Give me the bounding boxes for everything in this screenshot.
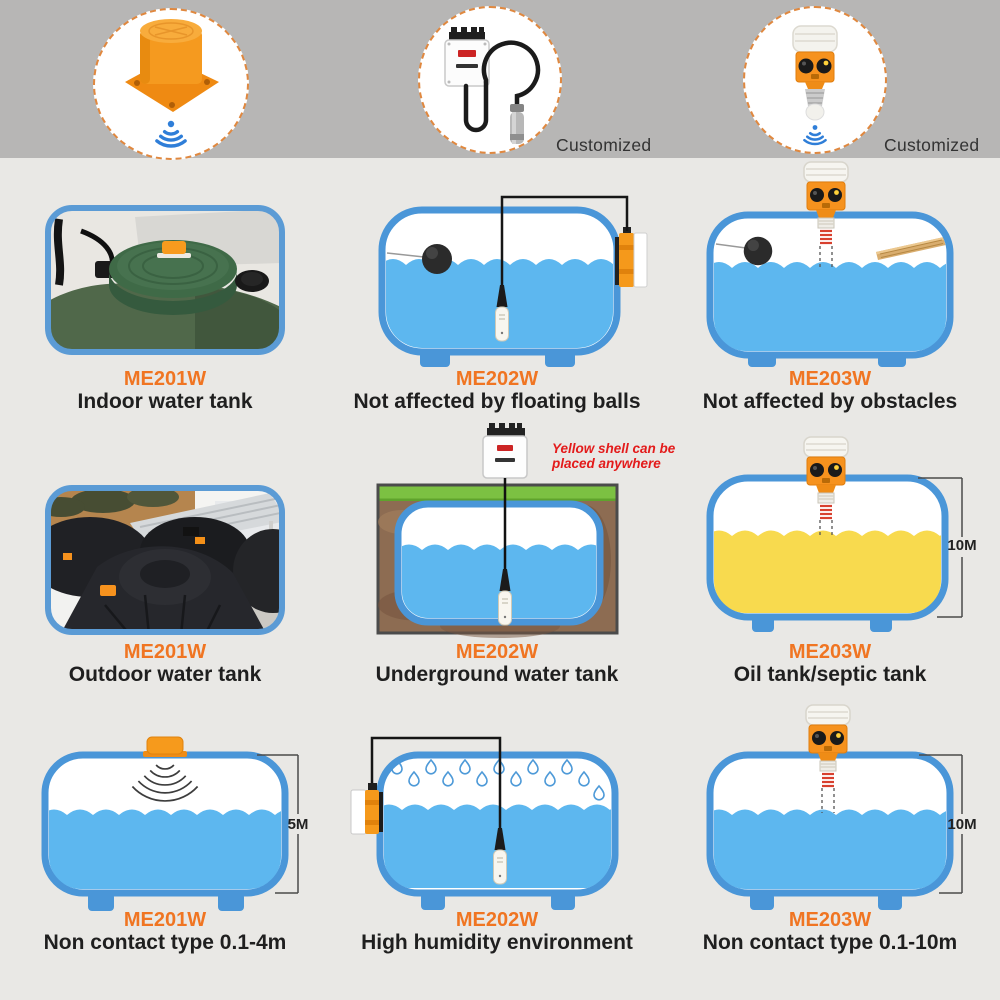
- dimension-line-icon: [257, 754, 299, 894]
- caption-r2c1: ME201W Outdoor water tank: [5, 641, 325, 687]
- dimension-label: 10M: [947, 537, 977, 554]
- caption-r1c3: ME203W Not affected by obstacles: [670, 368, 990, 414]
- indoor-tank-photo: [45, 205, 285, 355]
- dimension-label: 10M: [947, 816, 977, 833]
- product-photo-cable-probe-sensor: [418, 6, 562, 154]
- obstacle-tank-illustration: [706, 160, 954, 367]
- model-name: ME201W: [123, 909, 207, 931]
- puck-sensor-icon: [125, 19, 219, 148]
- note-text: Yellow shell can be placed anywhere: [552, 441, 692, 471]
- caption-r2c2: ME202W Underground water tank: [337, 641, 657, 687]
- non-contact-tank-illustration: [41, 736, 299, 911]
- underground-tank-illustration: [376, 423, 619, 638]
- caption-r2c3: ME203W Oil tank/septic tank: [670, 641, 990, 687]
- caption-r3c2: ME202W High humidity environment: [337, 909, 657, 955]
- caption-r1c2: ME202W Not affected by floating balls: [337, 368, 657, 414]
- model-name: ME202W: [455, 368, 539, 390]
- model-name: ME203W: [788, 909, 872, 931]
- outdoor-tank-photo: [45, 485, 285, 635]
- feature-label: Outdoor water tank: [68, 663, 262, 686]
- caption-r3c1: ME201W Non contact type 0.1-4m: [5, 909, 325, 955]
- floating-ball-icon: [743, 236, 773, 266]
- feature-label: Oil tank/septic tank: [733, 663, 927, 686]
- feature-label: Non contact type 0.1-10m: [702, 931, 958, 954]
- floating-ball-icon: [422, 244, 452, 274]
- note-line-1: Yellow shell can be: [552, 441, 676, 456]
- model-name: ME202W: [455, 909, 539, 931]
- feature-label: Indoor water tank: [77, 390, 253, 413]
- model-name: ME202W: [455, 641, 539, 663]
- wifi-signal-icon: [155, 119, 187, 148]
- caption-r1c1: ME201W Indoor water tank: [5, 368, 325, 414]
- model-name: ME203W: [788, 368, 872, 390]
- product-photo-bulb-mount-sensor: [743, 6, 887, 154]
- dimension-label: 5M: [287, 816, 309, 833]
- product-photo-ultrasonic-puck-sensor: [93, 8, 249, 160]
- feature-label: Not affected by floating balls: [353, 390, 641, 413]
- feature-label: Not affected by obstacles: [702, 390, 958, 413]
- non-contact-10m-tank-illustration: [706, 703, 963, 910]
- humidity-tank-illustration: [350, 736, 619, 910]
- customized-label: Customized: [556, 135, 652, 155]
- model-name: ME201W: [123, 641, 207, 663]
- cable-probe-sensor-icon: [444, 27, 541, 144]
- caption-r3c3: ME203W Non contact type 0.1-10m: [670, 909, 990, 955]
- puck-sensor-icon: [146, 736, 184, 755]
- note-line-2: placed anywhere: [552, 456, 661, 471]
- dimension-line-icon: [919, 754, 963, 894]
- feature-label: Underground water tank: [375, 663, 619, 686]
- customized-label: Customized: [884, 135, 980, 155]
- oil-tank-illustration: [706, 435, 963, 632]
- dimension-line-icon: [918, 477, 963, 618]
- bulb-mount-sensor-icon: [792, 25, 838, 146]
- transmitter-box-icon: [482, 435, 528, 479]
- feature-label: Non contact type 0.1-4m: [43, 931, 287, 954]
- model-name: ME201W: [123, 368, 207, 390]
- ultrasonic-waves-icon: [131, 764, 199, 802]
- model-name: ME203W: [788, 641, 872, 663]
- floating-ball-tank-illustration: [378, 195, 648, 367]
- feature-label: High humidity environment: [361, 931, 633, 954]
